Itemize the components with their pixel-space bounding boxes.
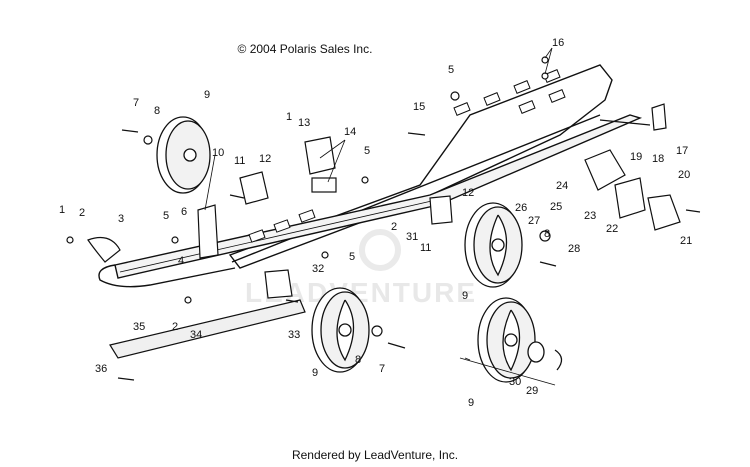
callout-7: 7 (133, 97, 139, 109)
callout-26: 26 (515, 202, 527, 214)
callout-2: 2 (172, 321, 178, 333)
part-12-bracket (239, 171, 269, 205)
wheel-upper-left (156, 116, 211, 194)
callout-27: 27 (528, 215, 540, 227)
callout-15: 15 (413, 101, 425, 113)
callout-17: 17 (676, 145, 688, 157)
callout-28: 28 (568, 243, 580, 255)
callout-22: 22 (606, 223, 618, 235)
part-12-right (429, 195, 453, 225)
callout-19: 19 (630, 151, 642, 163)
part-14-bracket (304, 136, 336, 175)
callout-25: 25 (550, 201, 562, 213)
callout-4: 4 (178, 255, 184, 267)
callouts: 16 5 15 7 8 9 1 13 14 5 10 11 12 1 2 3 5… (59, 37, 692, 409)
callout-5: 5 (163, 210, 169, 222)
copyright-text: © 2004 Polaris Sales Inc. (237, 42, 373, 56)
callout-36: 36 (95, 363, 107, 375)
callout-6: 6 (181, 206, 187, 218)
wheel-lower-center (311, 287, 370, 373)
callout-8: 8 (154, 105, 160, 117)
callout-35: 35 (133, 321, 145, 333)
callout-11: 11 (420, 242, 431, 254)
callout-11: 11 (234, 155, 245, 167)
part-3-cap (87, 237, 121, 263)
bolts (66, 56, 701, 381)
callout-31: 31 (406, 231, 418, 243)
callout-13: 13 (298, 117, 310, 129)
callout-18: 18 (652, 153, 664, 165)
part-35-strip (109, 299, 306, 359)
callout-12: 12 (259, 153, 271, 165)
wheel-mid-right (464, 202, 523, 288)
callout-29: 29 (526, 385, 538, 397)
callout-9: 9 (468, 397, 474, 409)
callout-8: 8 (544, 228, 550, 240)
callout-1: 1 (286, 111, 292, 123)
part-33-bracket (264, 269, 293, 299)
footer-credit: Rendered by LeadVenture, Inc. (291, 448, 459, 462)
callout-14: 14 (344, 126, 356, 138)
callout-9: 9 (462, 290, 468, 302)
callout-24: 24 (556, 180, 568, 192)
part-14-block (311, 177, 337, 193)
part-19-shaft (599, 119, 651, 126)
callout-7: 7 (379, 363, 385, 375)
idler-wheels (156, 116, 563, 383)
callout-2: 2 (79, 207, 85, 219)
callout-16: 16 (552, 37, 564, 49)
callout-20: 20 (678, 169, 690, 181)
callout-34: 34 (190, 329, 202, 341)
brackets-hardware (87, 103, 681, 359)
part-10-plate (197, 204, 219, 259)
callout-32: 32 (312, 263, 324, 275)
callout-8: 8 (355, 354, 361, 366)
callout-1: 1 (59, 204, 65, 216)
callout-9: 9 (204, 89, 210, 101)
callout-12: 12 (462, 187, 474, 199)
callout-30: 30 (509, 376, 521, 388)
callout-5: 5 (364, 145, 370, 157)
part-23-housing (584, 149, 626, 191)
callout-33: 33 (288, 329, 300, 341)
wheel-lower-right (477, 297, 563, 383)
rail-assembly (98, 64, 643, 288)
callout-5: 5 (448, 64, 454, 76)
part-22-block (614, 177, 646, 219)
callout-5: 5 (349, 251, 355, 263)
callout-21: 21 (680, 235, 692, 247)
callout-2: 2 (391, 221, 397, 233)
callout-9: 9 (312, 367, 318, 379)
callout-10: 10 (212, 147, 224, 159)
part-20-plate (647, 194, 681, 231)
leader-lines (204, 47, 556, 386)
part-17-clip (651, 103, 667, 131)
callout-23: 23 (584, 210, 596, 222)
callout-3: 3 (118, 213, 124, 225)
